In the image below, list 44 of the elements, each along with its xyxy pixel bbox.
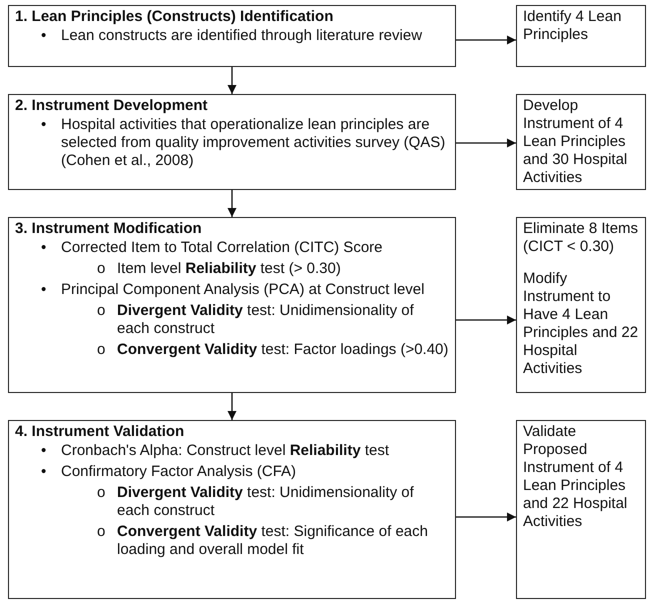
- arrow: [456, 138, 516, 148]
- step-heading: 3. Instrument Modification: [15, 220, 203, 238]
- sub-bullet-item: Item level Reliability test (> 0.30): [117, 260, 342, 278]
- bullet-marker: •: [41, 442, 48, 460]
- step-box: [8, 5, 456, 67]
- result-text: Develop Instrument of 4 Lean Principles and 30 Hospital Activities: [523, 97, 628, 187]
- bullet-marker: •: [41, 27, 48, 45]
- bullet-marker: o: [97, 484, 106, 502]
- bullet-item: Lean constructs are identified through literature review: [61, 27, 424, 45]
- step-box: [8, 420, 456, 599]
- result-box: [516, 217, 646, 393]
- arrow: [456, 35, 516, 45]
- arrow: [456, 512, 516, 522]
- step-heading: 2. Instrument Development: [15, 97, 209, 115]
- bullet-marker: o: [97, 341, 106, 359]
- bullet-marker: o: [97, 302, 106, 320]
- step-box: [8, 217, 456, 393]
- bullet-item: Hospital activities that operationalize lean principles are selected from quality improvement activities survey (QAS) (Cohen et al., 2008): [61, 116, 446, 170]
- bullet-marker: •: [41, 116, 48, 134]
- bullet-marker: o: [97, 523, 106, 541]
- step-heading: 1. Lean Principles (Constructs) Identification: [15, 8, 334, 26]
- bullet-marker: •: [41, 239, 48, 257]
- bullet-marker: o: [97, 260, 106, 278]
- bullet-item: Corrected Item to Total Correlation (CITC) Score: [61, 239, 384, 257]
- bullet-item: Confirmatory Factor Analysis (CFA): [61, 463, 298, 481]
- result-box: [516, 5, 646, 67]
- bullet-marker: •: [41, 281, 48, 299]
- arrow: [227, 190, 237, 217]
- step-box: [8, 94, 456, 190]
- result-text: Validate Proposed Instrument of 4 Lean Principles and 22 Hospital Activities: [523, 423, 628, 531]
- bullet-item: Principal Component Analysis (PCA) at Construct level: [61, 281, 426, 299]
- result-box: [516, 94, 646, 190]
- bullet-marker: •: [41, 463, 48, 481]
- result-text: Identify 4 Lean Principles: [523, 8, 622, 44]
- arrow: [456, 315, 516, 325]
- step-heading: 4. Instrument Validation: [15, 423, 186, 441]
- result-box: [516, 420, 646, 599]
- bullet-item: Cronbach's Alpha: Construct level Reliability test: [61, 442, 390, 460]
- result-text: Modify Instrument to Have 4 Lean Principles and 22 Hospital Activities: [523, 270, 639, 378]
- sub-bullet-item: Convergent Validity test: Factor loadings (>0.40): [117, 341, 449, 359]
- result-text: Eliminate 8 Items (CICT < 0.30): [523, 220, 639, 256]
- sub-bullet-item: Convergent Validity test: Significance of each loading and overall model fit: [117, 523, 429, 559]
- arrow: [227, 67, 237, 94]
- arrow: [227, 393, 237, 420]
